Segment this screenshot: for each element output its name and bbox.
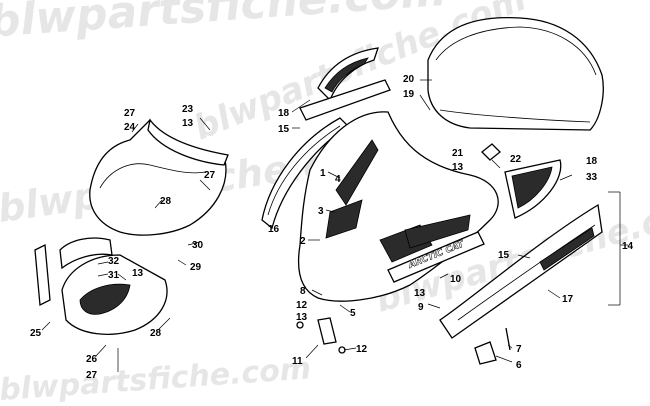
callout-33: 33 (586, 172, 598, 183)
callout-14: 14 (622, 241, 634, 252)
callout-19: 19 (403, 89, 415, 100)
callout-27b: 27 (204, 170, 216, 181)
callout-10: 10 (450, 274, 462, 285)
callout-4: 4 (335, 174, 341, 185)
callout-3: 3 (318, 206, 324, 217)
callout-28: 28 (160, 196, 172, 207)
callout-26: 26 (86, 354, 98, 365)
callout-18: 18 (278, 108, 290, 119)
callout-22: 22 (510, 154, 522, 165)
callout-21: 21 (452, 148, 464, 159)
callout-13b: 13 (452, 162, 464, 173)
callout-23: 23 (182, 104, 194, 115)
right-lower-panel (439, 203, 603, 339)
callout-7: 7 (516, 344, 522, 355)
callout-1: 1 (320, 168, 326, 179)
callout-9: 9 (418, 302, 424, 313)
callout-29: 29 (190, 262, 202, 273)
callout-30: 30 (192, 240, 204, 251)
callout-11: 11 (292, 356, 303, 367)
callout-13d: 13 (296, 312, 308, 323)
callout-2: 2 (300, 236, 306, 247)
callout-31: 31 (108, 270, 120, 281)
callout-18b: 18 (586, 156, 598, 167)
callout-13: 13 (182, 118, 194, 129)
callout-8: 8 (300, 286, 306, 297)
callout-13c: 13 (414, 288, 426, 299)
callout-16: 16 (268, 224, 280, 235)
callout-25: 25 (30, 328, 42, 339)
callout-24: 24 (124, 122, 136, 133)
left-lower-intake (34, 237, 168, 335)
right-side-vent (504, 159, 562, 219)
callout-17: 17 (562, 294, 574, 305)
upper-trim-rail (299, 47, 391, 121)
callout-15b: 15 (498, 250, 510, 261)
watermark-text-footer: blwpartsfiche.com (0, 351, 312, 406)
callout-6: 6 (516, 360, 522, 371)
left-upper-bezel (89, 118, 229, 236)
callout-labels: 20 19 27 24 23 13 18 15 1 4 3 2 16 21 22… (30, 74, 634, 381)
callout-12b: 12 (356, 344, 368, 355)
leader-lines (41, 79, 628, 372)
small-hardware (296, 143, 511, 365)
callout-12: 12 (296, 300, 308, 311)
callout-5: 5 (350, 308, 356, 319)
callout-32: 32 (108, 256, 120, 267)
callout-27: 27 (124, 108, 136, 119)
windshield-part (427, 16, 604, 131)
callout-15: 15 (278, 124, 290, 135)
callout-13e: 13 (132, 268, 144, 279)
callout-27c: 27 (86, 370, 98, 381)
callout-20: 20 (403, 74, 415, 85)
callout-28b: 28 (150, 328, 162, 339)
